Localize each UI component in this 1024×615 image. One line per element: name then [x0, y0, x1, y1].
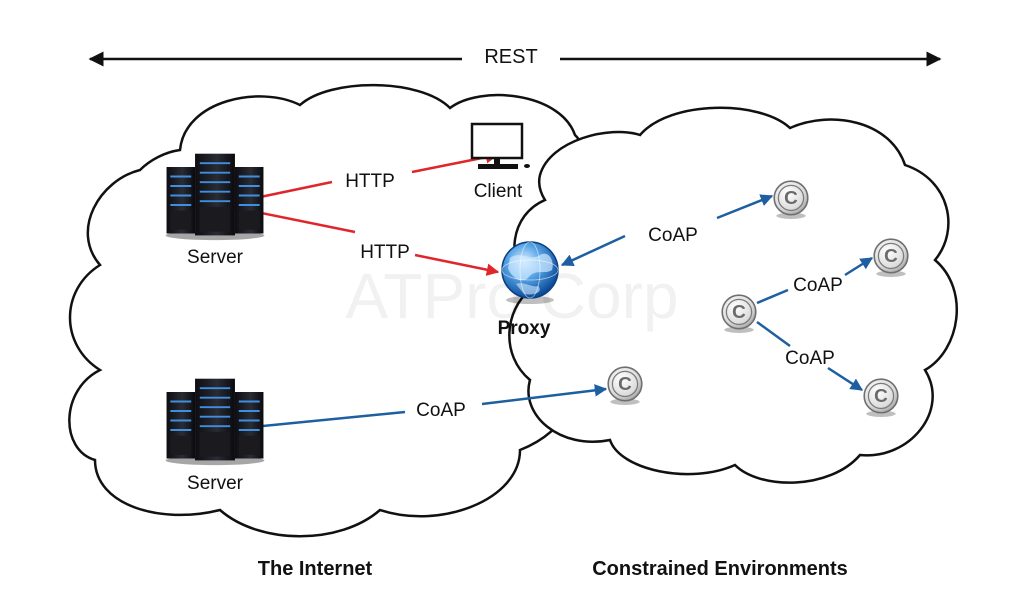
client-label: Client [474, 181, 523, 202]
coap-branch-top-label: CoAP [793, 275, 843, 296]
server-bottom-label: Server [187, 473, 244, 494]
client-computer-icon [470, 122, 530, 169]
coap-bottom-label: CoAP [416, 400, 466, 421]
http-mid-label: HTTP [360, 242, 410, 263]
server-top-label: Server [187, 247, 244, 268]
constrained-label: Constrained Environments [592, 558, 848, 580]
rest-label: REST [484, 46, 537, 68]
http-top-label: HTTP [345, 171, 395, 192]
internet-label: The Internet [258, 558, 373, 580]
globe-proxy-icon [501, 241, 559, 304]
proxy-label: Proxy [498, 318, 551, 339]
coap-branch-bottom-label: CoAP [785, 348, 835, 369]
coap-proxy-label: CoAP [648, 225, 698, 246]
